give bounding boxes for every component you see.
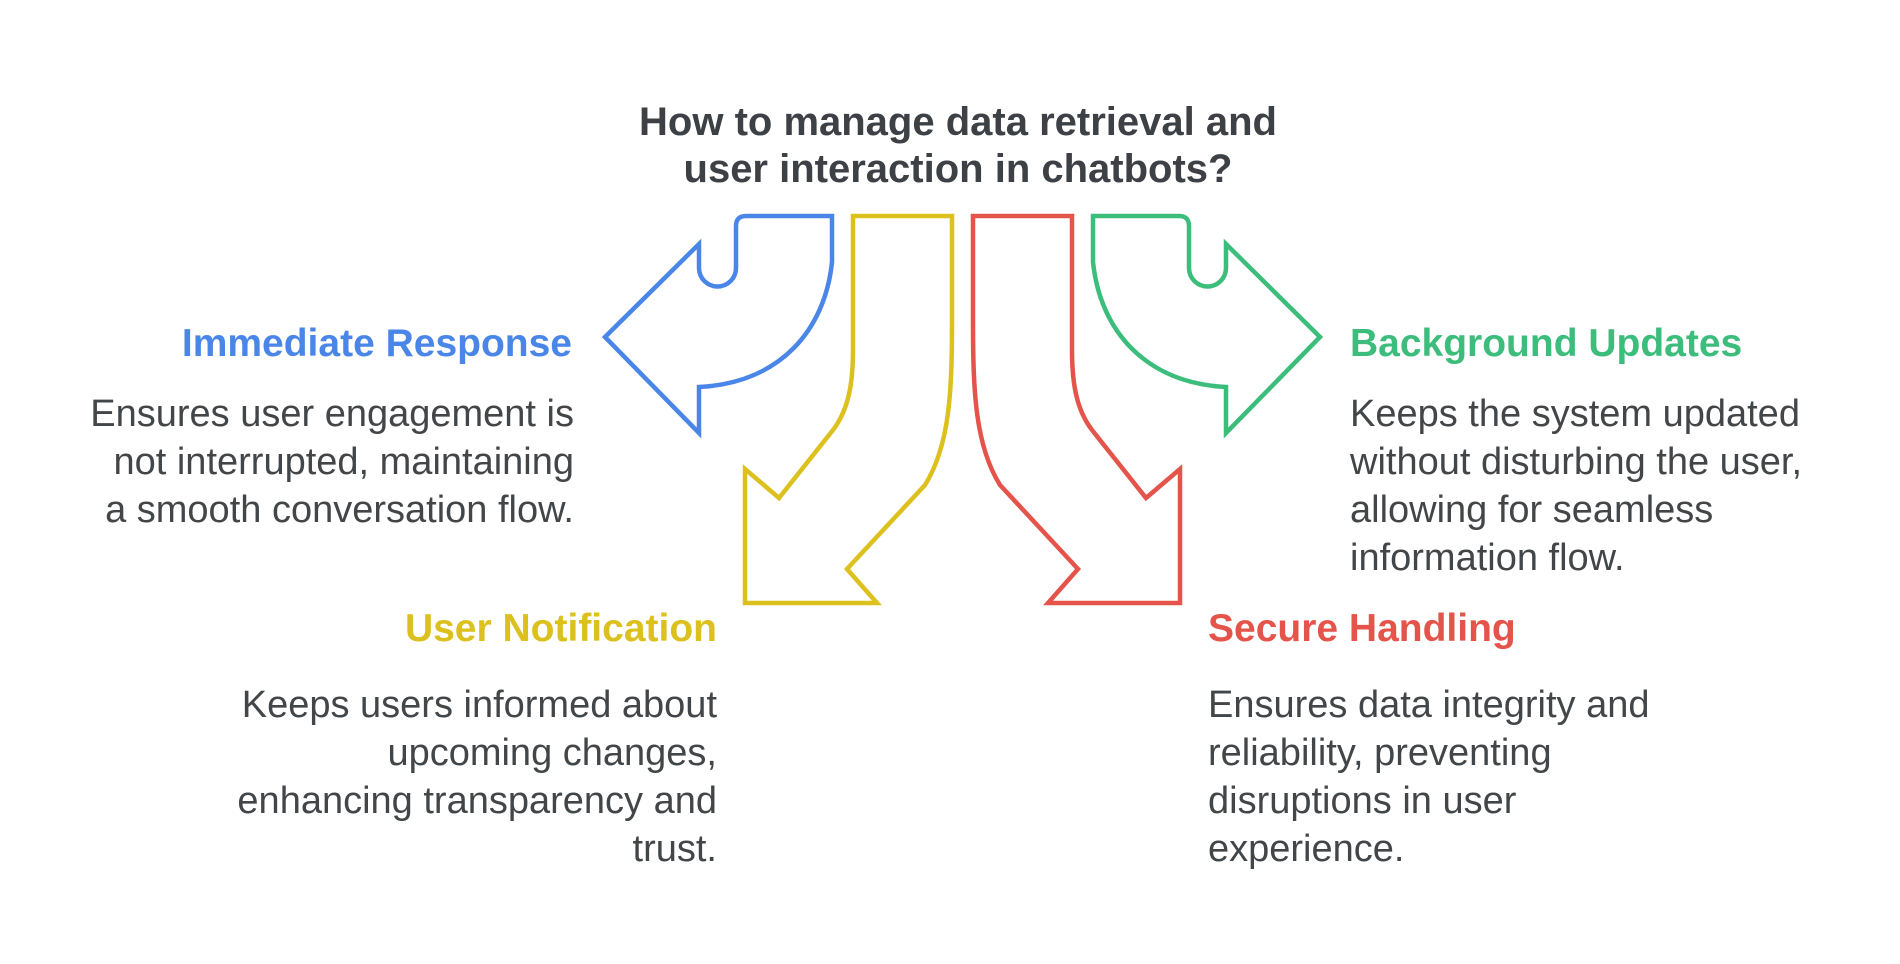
curved-arrow-right-icon bbox=[1090, 213, 1324, 439]
section-body-background-updates: Keeps the system updated without disturb… bbox=[1350, 393, 1803, 579]
curved-arrow-left-icon bbox=[601, 213, 835, 439]
page-title: How to manage data retrieval and user in… bbox=[639, 100, 1277, 191]
section-body-immediate-response: Ensures user engagement is not interrupt… bbox=[90, 393, 574, 531]
section-title-background-updates: Background Updates bbox=[1350, 322, 1743, 365]
curved-arrow-down-right-icon bbox=[970, 213, 1183, 606]
section-title-user-notification: User Notification bbox=[404, 607, 717, 650]
section-title-immediate-response: Immediate Response bbox=[181, 322, 572, 365]
section-body-user-notification: Keeps users informed about upcoming chan… bbox=[237, 684, 717, 870]
section-title-secure-handling: Secure Handling bbox=[1208, 607, 1516, 650]
section-body-secure-handling: Ensures data integrity and reliability, … bbox=[1208, 684, 1650, 870]
curved-arrow-down-left-icon bbox=[742, 213, 955, 606]
